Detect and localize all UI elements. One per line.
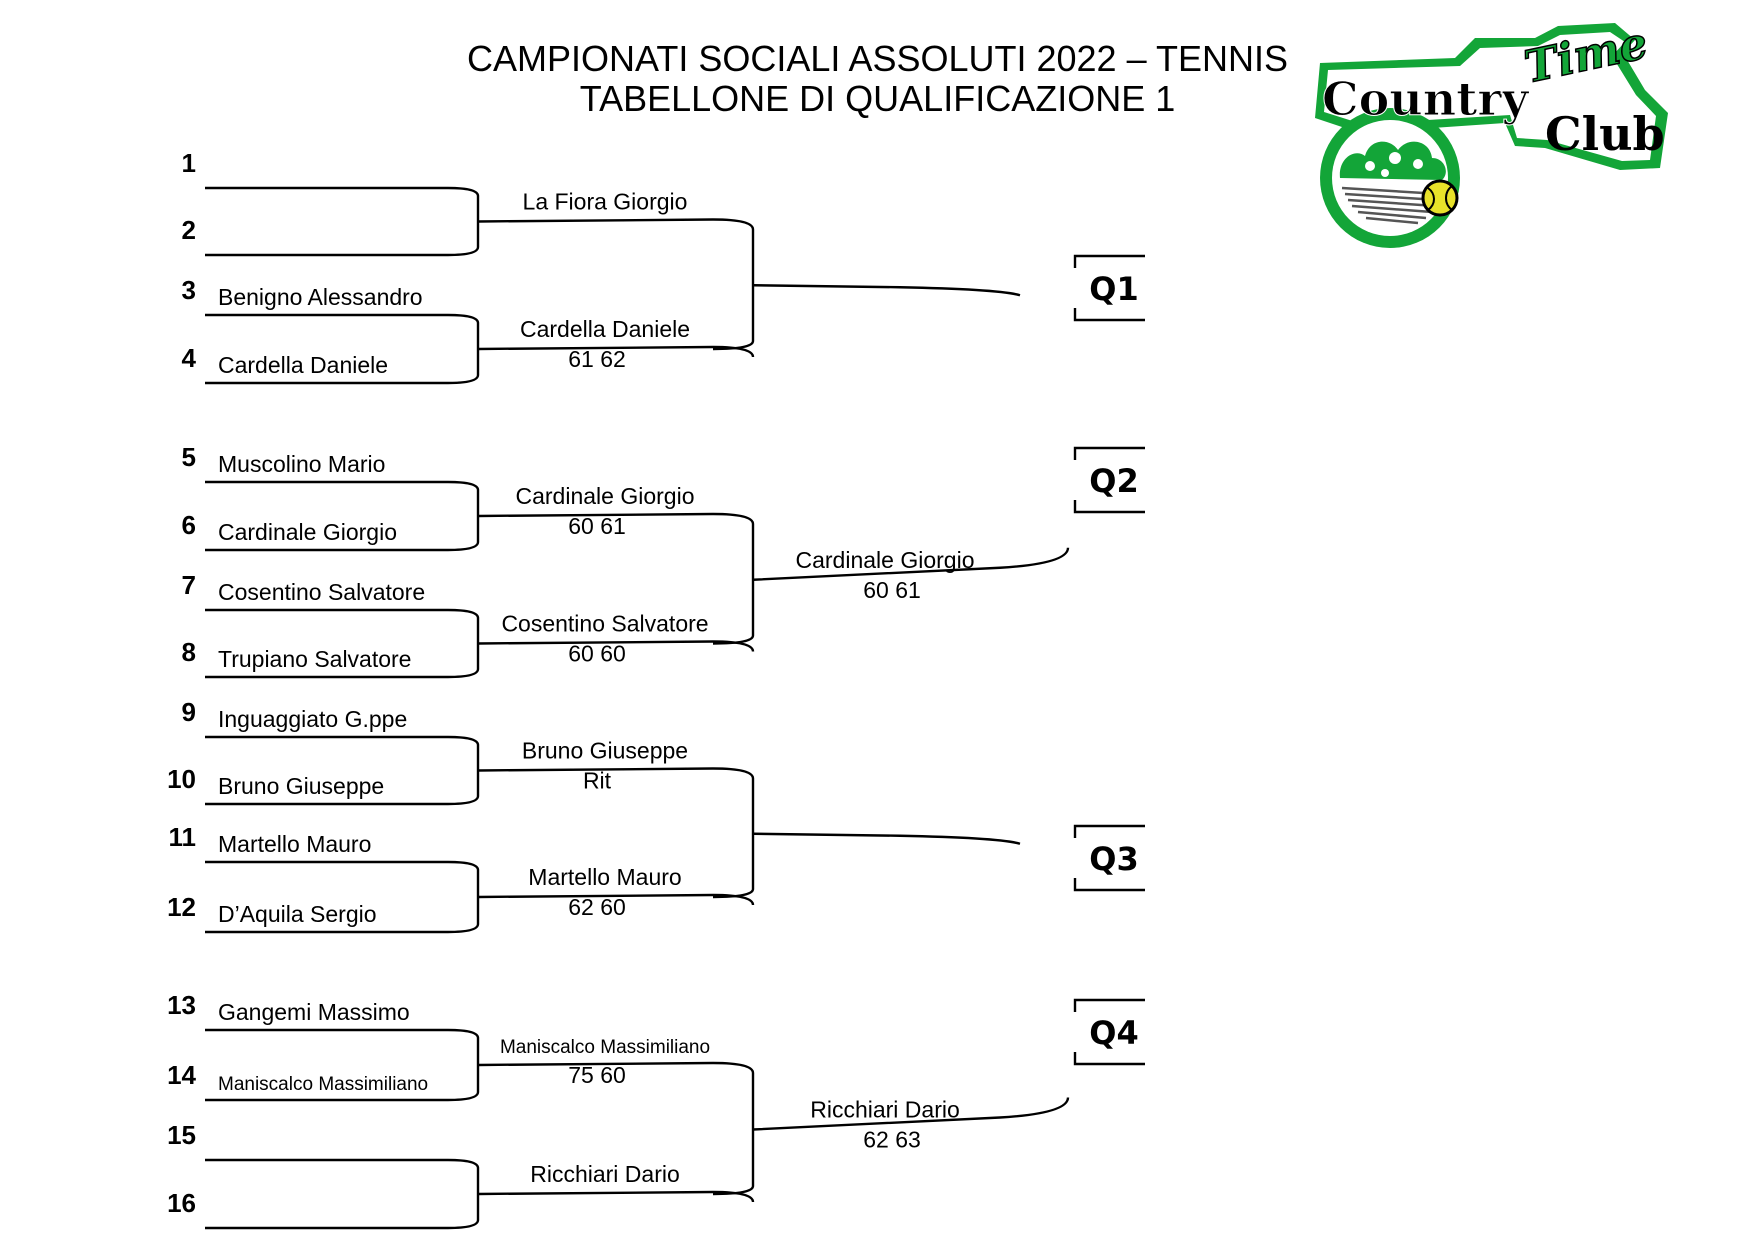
page-title: CAMPIONATI SOCIALI ASSOLUTI 2022 – TENNI… (467, 38, 1288, 79)
winner-line (752, 832, 1021, 845)
match-connector (712, 1073, 755, 1196)
player-name: Cosentino Salvatore (218, 579, 425, 605)
player-name: Muscolino Mario (218, 451, 385, 477)
player-name: Cardella Daniele (218, 352, 388, 378)
seed-number: 2 (182, 215, 196, 245)
round2-score: 61 62 (568, 346, 626, 372)
qualifier-box (1073, 824, 1145, 892)
country-club-logo: Country Time Club (1315, 18, 1668, 248)
qualifier-box (1073, 998, 1145, 1066)
winner-line (477, 218, 755, 230)
round2-player-name: Ricchiari Dario (530, 1161, 680, 1187)
winner-line (477, 640, 755, 652)
page-subtitle: TABELLONE DI QUALIFICAZIONE 1 (579, 78, 1176, 119)
player-name: Cardinale Giorgio (218, 519, 397, 545)
qualifier-box (1073, 254, 1145, 322)
round2-player-name: Maniscalco Massimiliano (500, 1037, 710, 1058)
round2-player-name: La Fiora Giorgio (523, 189, 688, 215)
seed-number: 8 (182, 637, 196, 667)
player-name: Maniscalco Massimiliano (218, 1074, 428, 1095)
qualifier-label: Q4 (1089, 1014, 1138, 1052)
seed-number: 7 (182, 570, 196, 600)
seed-number: 15 (167, 1120, 196, 1150)
tennis-ball-icon (1421, 179, 1459, 217)
round2-player-name: Cosentino Salvatore (501, 611, 708, 637)
player-name: Gangemi Massimo (218, 999, 410, 1025)
player-name: Inguaggiato G.ppe (218, 706, 407, 732)
winner-line (477, 345, 755, 358)
winner-line (477, 893, 755, 906)
match-connector (712, 524, 755, 645)
match-connector (712, 229, 755, 351)
round2-player-name: Cardinale Giorgio (516, 483, 695, 509)
match-connector (712, 778, 755, 899)
logo-word-club: Club (1545, 107, 1665, 161)
player-name: Benigno Alessandro (218, 284, 423, 310)
round2-player-name: Cardella Daniele (520, 316, 690, 342)
logo-word-country: Country (1322, 72, 1530, 126)
round2-score: Rit (583, 768, 612, 794)
seed-number: 5 (182, 442, 196, 472)
winner-line (477, 767, 755, 779)
round2-score: 60 60 (568, 641, 626, 667)
winner-line (752, 1097, 1070, 1131)
match-connector (205, 1158, 480, 1230)
seed-number: 9 (182, 697, 196, 727)
qualifier-label: Q2 (1089, 462, 1138, 500)
seed-number: 11 (169, 822, 197, 852)
round2-player-name: Bruno Giuseppe (522, 738, 688, 764)
seed-number: 6 (182, 510, 196, 540)
player-name: Martello Mauro (218, 831, 371, 857)
qualifier-label: Q3 (1089, 840, 1138, 878)
seed-number: 1 (182, 148, 196, 178)
seed-number: 12 (167, 892, 196, 922)
round3-score: 60 61 (863, 577, 921, 603)
player-name: Bruno Giuseppe (218, 773, 384, 799)
seed-number: 4 (182, 343, 197, 373)
seed-number: 10 (167, 764, 196, 794)
seed-number: 16 (167, 1188, 196, 1218)
winner-line (752, 547, 1070, 581)
winner-line (477, 1061, 755, 1074)
round2-score: 62 60 (568, 894, 626, 920)
qualifier-box (1073, 446, 1145, 514)
seed-number: 13 (167, 990, 196, 1020)
qualifier-label: Q1 (1089, 270, 1138, 308)
winner-line (752, 284, 1021, 297)
seed-number: 3 (182, 275, 196, 305)
round2-player-name: Martello Mauro (528, 864, 681, 890)
winner-line (477, 512, 755, 525)
round3-player-name: Ricchiari Dario (810, 1097, 960, 1123)
match-connector (205, 186, 480, 257)
player-name: Trupiano Salvatore (218, 646, 411, 672)
round2-score: 75 60 (568, 1062, 626, 1088)
player-name: D’Aquila Sergio (218, 901, 377, 927)
round3-score: 62 63 (863, 1127, 921, 1153)
seed-number: 14 (167, 1060, 196, 1090)
winner-line (477, 1190, 755, 1203)
round3-player-name: Cardinale Giorgio (796, 547, 975, 573)
round2-score: 60 61 (568, 513, 626, 539)
